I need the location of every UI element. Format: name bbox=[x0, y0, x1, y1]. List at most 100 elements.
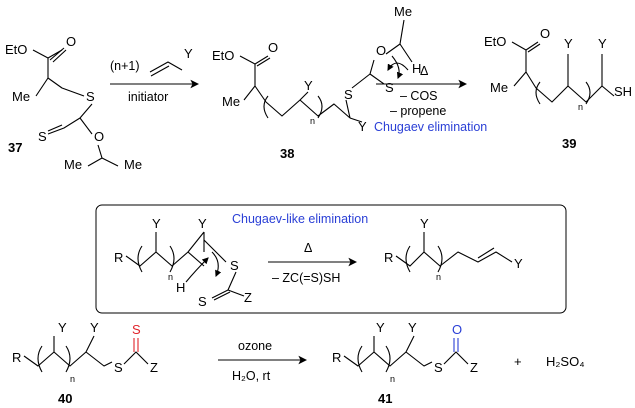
chugaev-like-box: Chugaev-like elimination R Y Y H S S Z n… bbox=[95, 204, 567, 314]
atom-r: R bbox=[114, 250, 123, 265]
reagent-chugaev: Δ – COS – propene Chugaev elimination bbox=[374, 64, 487, 134]
atom-y: Y bbox=[304, 78, 313, 93]
atom-eto: EtO bbox=[212, 48, 234, 63]
bond bbox=[49, 47, 67, 63]
bond-red bbox=[133, 338, 139, 352]
atom-y: Y bbox=[184, 46, 193, 61]
byproduct-propene: – propene bbox=[390, 104, 446, 118]
bond bbox=[32, 49, 85, 97]
curly-arrow bbox=[391, 55, 404, 80]
atom-o: O bbox=[376, 43, 386, 58]
atom-r: R bbox=[384, 250, 393, 265]
box-frame bbox=[95, 204, 567, 314]
atom-me: Me bbox=[394, 4, 412, 19]
atom-o: O bbox=[66, 34, 76, 49]
subscript-n: n bbox=[436, 272, 441, 282]
curly-arrow bbox=[185, 257, 209, 283]
atom-o-blue: O bbox=[452, 322, 462, 337]
atom-h: H bbox=[176, 280, 185, 295]
atom-s: S bbox=[86, 89, 95, 104]
atom-z: Z bbox=[150, 360, 158, 375]
byproduct: – ZC(=S)SH bbox=[272, 271, 340, 285]
atom-y: Y bbox=[152, 216, 161, 231]
atom-eto: EtO bbox=[5, 42, 27, 57]
atom-y: Y bbox=[198, 216, 207, 231]
bond bbox=[265, 91, 351, 119]
bond bbox=[47, 124, 63, 132]
byproduct-group: + H₂SO₄ bbox=[514, 354, 585, 369]
bond bbox=[47, 103, 119, 167]
monomer-below: initiator bbox=[128, 90, 168, 104]
atom-r: R bbox=[12, 350, 21, 365]
curly-arrow bbox=[211, 251, 222, 278]
subscript-n: n bbox=[578, 102, 583, 112]
atom-s: S bbox=[385, 80, 394, 95]
atom-z: Z bbox=[470, 360, 478, 375]
compound-38: EtO O Me Y Y S S O Me H n 38 bbox=[212, 4, 421, 161]
reagent-ozone: ozone H₂O, rt bbox=[218, 339, 308, 383]
bond bbox=[405, 245, 443, 273]
bond bbox=[137, 245, 175, 273]
heat-symbol: Δ bbox=[420, 64, 428, 78]
atom-y: Y bbox=[408, 320, 417, 335]
atom-s: S bbox=[434, 360, 443, 375]
compound-40: R Y Y S S Z n 40 bbox=[12, 320, 158, 406]
subscript-n: n bbox=[310, 116, 315, 126]
bond bbox=[511, 41, 615, 103]
bond bbox=[125, 231, 205, 267]
atom-s-red: S bbox=[132, 322, 141, 337]
atom-s: S bbox=[230, 258, 239, 273]
bond bbox=[395, 232, 513, 267]
compound-label: 38 bbox=[280, 146, 294, 161]
byproduct-cos: – COS bbox=[400, 89, 438, 103]
reagent-monomer: (n+1) Y initiator bbox=[110, 46, 200, 104]
atom-s: S bbox=[38, 129, 47, 144]
bond bbox=[357, 345, 391, 373]
compound-label: 37 bbox=[8, 140, 22, 155]
bond bbox=[37, 345, 71, 373]
bond bbox=[343, 335, 433, 367]
compound-37: EtO O Me S S O Me Me 37 bbox=[5, 34, 142, 172]
atom-o: O bbox=[268, 40, 278, 55]
bond bbox=[23, 335, 113, 367]
atom-s: S bbox=[344, 87, 353, 102]
atom-y: Y bbox=[420, 216, 429, 231]
heat-symbol: Δ bbox=[304, 241, 312, 255]
subscript-n: n bbox=[70, 374, 75, 384]
bond bbox=[239, 55, 271, 103]
bond bbox=[345, 99, 363, 123]
monomer-coef: (n+1) bbox=[110, 59, 140, 73]
bond bbox=[535, 81, 591, 105]
atom-me: Me bbox=[222, 94, 240, 109]
atom-y: Y bbox=[376, 320, 385, 335]
subscript-n: n bbox=[168, 272, 173, 282]
atom-y: Y bbox=[58, 320, 67, 335]
atom-h: H bbox=[412, 61, 421, 76]
atom-y: Y bbox=[90, 320, 99, 335]
atom-sh: SH bbox=[614, 84, 632, 99]
atom-y: Y bbox=[358, 119, 367, 134]
atom-me: Me bbox=[124, 157, 142, 172]
atom-eto: EtO bbox=[484, 34, 506, 49]
atom-me: Me bbox=[490, 80, 508, 95]
atom-z: Z bbox=[244, 290, 252, 305]
atom-y: Y bbox=[514, 256, 523, 271]
atom-y: Y bbox=[598, 36, 607, 51]
chugaev-elimination-label: Chugaev elimination bbox=[374, 120, 487, 134]
box-title: Chugaev-like elimination bbox=[232, 212, 368, 226]
compound-label: 39 bbox=[562, 136, 576, 151]
atom-o: O bbox=[94, 129, 104, 144]
subscript-n: n bbox=[390, 374, 395, 384]
atom-s: S bbox=[114, 360, 123, 375]
bond bbox=[149, 61, 183, 77]
bond bbox=[351, 19, 413, 89]
compound-label: 41 bbox=[378, 391, 392, 406]
compound-39: EtO O Me Y Y SH n 39 bbox=[484, 26, 632, 151]
bond-blue bbox=[453, 338, 459, 352]
atom-r: R bbox=[332, 350, 341, 365]
bond bbox=[567, 54, 603, 86]
atom-y: Y bbox=[564, 36, 573, 51]
atom-me: Me bbox=[64, 157, 82, 172]
atom-me: Me bbox=[12, 89, 30, 104]
